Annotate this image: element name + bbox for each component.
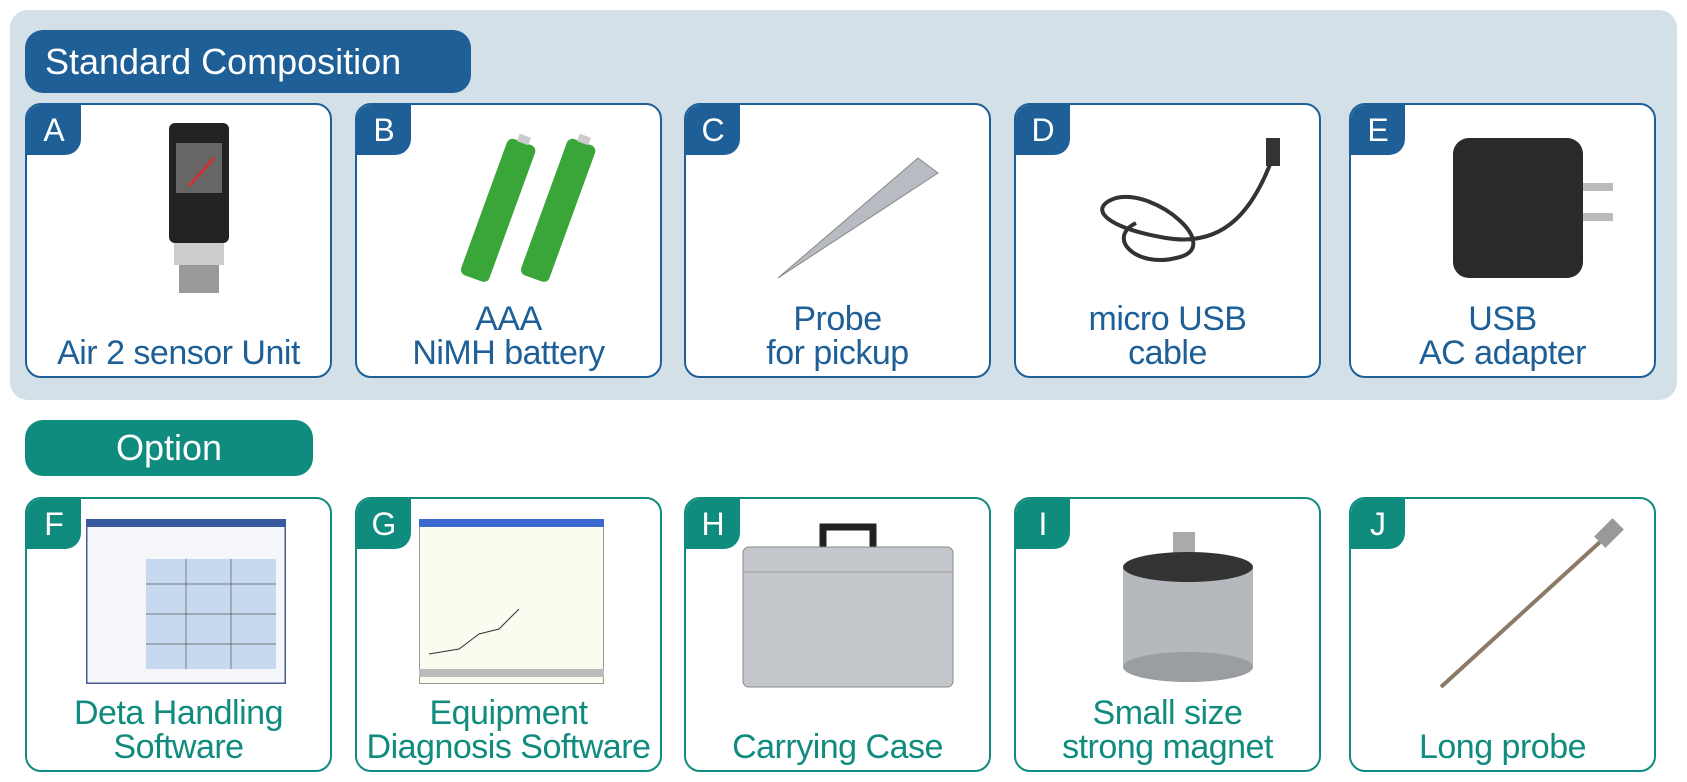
carrying-case-icon — [726, 507, 969, 697]
caption-line1: Deta Handling — [74, 694, 283, 732]
item-card-j: J Long probe — [1349, 497, 1656, 772]
option-heading: Option — [25, 420, 313, 476]
caption-line1: Small size — [1092, 694, 1243, 732]
caption-line2: cable — [1128, 334, 1207, 372]
battery-icon — [417, 113, 640, 303]
magnet-icon — [1076, 507, 1299, 697]
item-letter: I — [1016, 499, 1070, 549]
item-letter: H — [686, 499, 740, 549]
software-screenshot-icon — [417, 519, 605, 684]
caption-line2: NiMH battery — [412, 334, 605, 372]
usb-cable-icon — [1076, 113, 1299, 303]
caption-line2: for pickup — [766, 334, 909, 372]
caption-line1: Probe — [793, 300, 882, 338]
standard-composition-heading: Standard Composition — [25, 30, 471, 93]
item-letter: A — [27, 105, 81, 155]
caption-line1: AAA — [475, 300, 542, 338]
item-card-a: A Air 2 sensor Unit — [25, 103, 332, 378]
item-letter: C — [686, 105, 740, 155]
caption-line2: AC adapter — [1419, 334, 1587, 372]
sensor-unit-icon — [87, 113, 310, 303]
caption-line1: micro USB — [1088, 300, 1247, 338]
item-letter: D — [1016, 105, 1070, 155]
caption-line1: USB — [1468, 300, 1537, 338]
probe-icon — [746, 113, 969, 303]
caption-line2: Long probe — [1418, 728, 1587, 766]
long-probe-icon — [1411, 507, 1634, 697]
caption-line2: Air 2 sensor Unit — [57, 334, 300, 372]
item-letter: J — [1351, 499, 1405, 549]
software-screenshot-icon — [82, 519, 290, 684]
caption-line2: strong magnet — [1062, 728, 1273, 766]
item-letter: B — [357, 105, 411, 155]
item-card-h: H Carrying Case — [684, 497, 991, 772]
caption-line2: Carrying Case — [732, 728, 943, 766]
caption-line2: Software — [113, 728, 244, 766]
item-letter: E — [1351, 105, 1405, 155]
item-letter: G — [357, 499, 411, 549]
item-letter: F — [27, 499, 81, 549]
caption-line2: Diagnosis Software — [366, 728, 651, 766]
caption-line1: Equipment — [429, 694, 588, 732]
ac-adapter-icon — [1411, 113, 1634, 303]
